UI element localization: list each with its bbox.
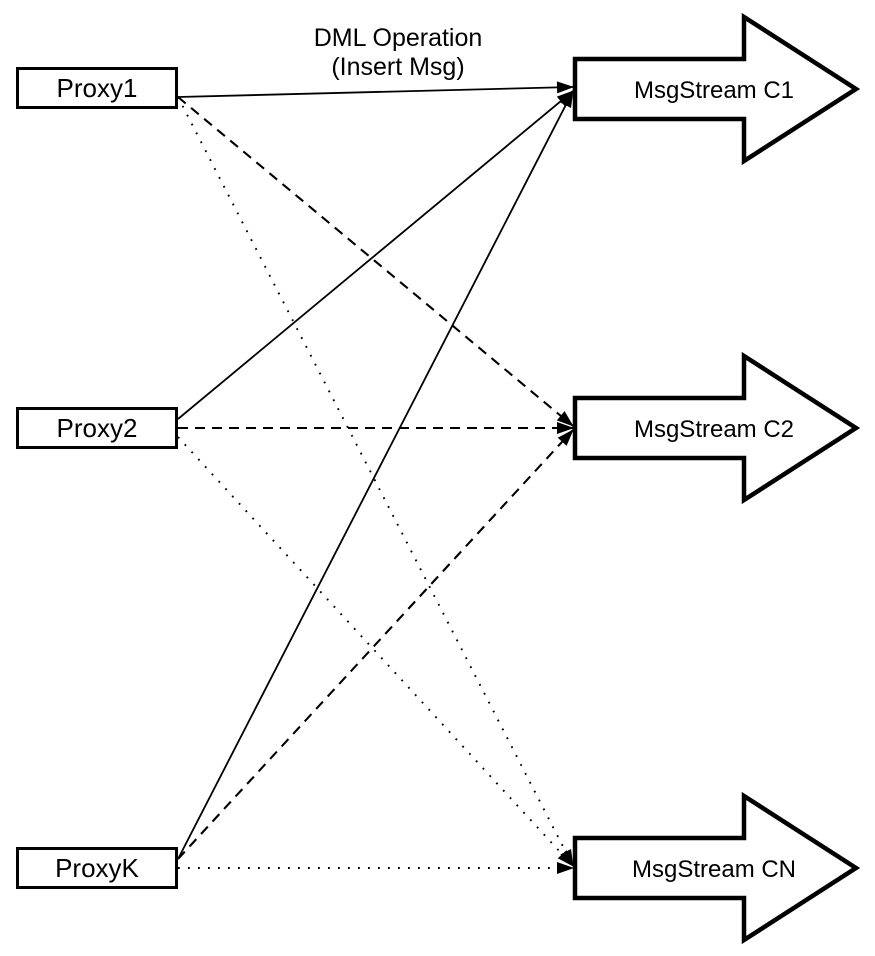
msgstream-node-c1: MsgStream C1: [572, 12, 861, 166]
msgstream-cn-label: MsgStream CN: [632, 856, 796, 883]
proxy2-box: Proxy2: [16, 407, 178, 449]
edge-proxy1-to-cn: [177, 96, 574, 867]
msgstream-node-cn: MsgStream CN: [572, 791, 861, 945]
edge-proxy2-to-cn: [177, 436, 574, 867]
block-arrow-icon: [572, 12, 861, 166]
msgstream-c2-label: MsgStream C2: [634, 416, 794, 443]
proxy2-label: Proxy2: [56, 412, 138, 443]
edge-proxyK-to-c2: [177, 429, 574, 860]
msgstream-c1-label: MsgStream C1: [634, 77, 794, 104]
edge-proxy2-to-c1: [177, 90, 574, 420]
edge-proxy1-to-c2: [177, 96, 574, 427]
msgstream-node-c2: MsgStream C2: [572, 351, 861, 505]
dml-operation-edge-label-line1: DML Operation: [313, 24, 483, 52]
block-arrow-icon: [572, 351, 861, 505]
dml-operation-edge-label: DML Operation (Insert Msg): [288, 24, 508, 81]
edge-proxy1-to-c1: [177, 81, 574, 98]
block-arrow-icon: [572, 791, 861, 945]
proxyK-box: ProxyK: [16, 847, 178, 889]
edge-proxyK-to-c1: [177, 90, 574, 860]
edges-layer: [177, 81, 574, 874]
proxyK-label: ProxyK: [55, 852, 139, 883]
dml-operation-edge-label-line2: (Insert Msg): [331, 52, 465, 81]
proxy1-label: Proxy1: [56, 72, 138, 103]
proxy1-box: Proxy1: [16, 67, 178, 109]
